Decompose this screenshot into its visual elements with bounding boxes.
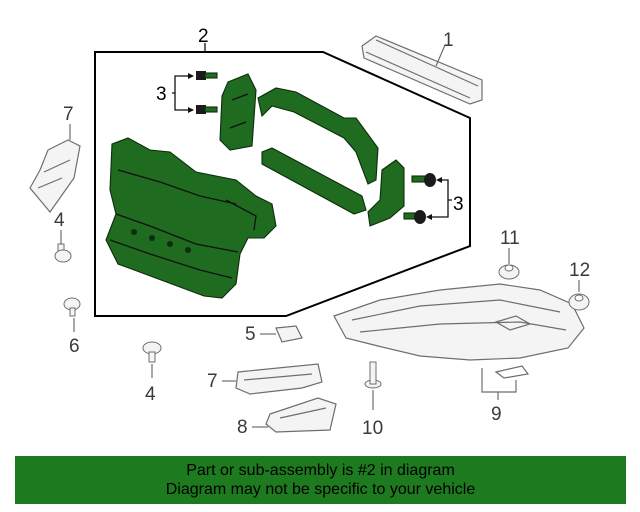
banner-line-1: Part or sub-assembly is #2 in diagram (186, 462, 455, 479)
part-12-nut[interactable] (568, 293, 590, 311)
part-4-bolt-upper[interactable] (54, 243, 72, 263)
callout-8[interactable]: 8 (237, 417, 248, 438)
callout-11[interactable]: 11 (500, 228, 520, 249)
bolt-lower[interactable] (196, 105, 218, 114)
callout-2[interactable]: 2 (198, 26, 209, 47)
part-9-under-cover[interactable] (333, 283, 585, 379)
callout-7-lower[interactable]: 7 (207, 371, 218, 392)
callout-6[interactable]: 6 (69, 336, 80, 357)
callout-3-left[interactable]: 3 (156, 84, 167, 105)
part-2-radiator-support[interactable] (105, 73, 405, 299)
part-11-nut[interactable] (498, 264, 520, 280)
nut-upper-right[interactable] (411, 173, 436, 187)
callout-1[interactable]: 1 (443, 30, 454, 51)
assembly-box (94, 51, 471, 317)
callout-4-upper[interactable]: 4 (54, 210, 65, 231)
leader-1 (435, 44, 446, 67)
callout-4-lower[interactable]: 4 (145, 384, 156, 405)
callout-5[interactable]: 5 (245, 324, 256, 345)
callout-3-right[interactable]: 3 (453, 194, 464, 215)
part-6-clip[interactable] (63, 297, 81, 317)
callout-12[interactable]: 12 (569, 260, 590, 281)
part-10-pin[interactable] (364, 361, 382, 389)
part-5-clip[interactable] (275, 325, 303, 343)
banner-line-2: Diagram may not be specific to your vehi… (165, 481, 476, 498)
part-8-deflector[interactable] (265, 397, 337, 433)
part-7-duct-lower[interactable] (235, 363, 323, 395)
callout-9[interactable]: 9 (491, 404, 502, 425)
part-1-upper-strip[interactable] (361, 35, 483, 105)
callout-10[interactable]: 10 (362, 418, 383, 439)
nut-lower-right[interactable] (403, 210, 426, 224)
bracket-3-left (172, 75, 182, 111)
part-4-bolt-lower[interactable] (142, 341, 162, 363)
callout-7-upper[interactable]: 7 (63, 104, 74, 125)
bolt-upper[interactable] (196, 71, 218, 80)
bracket-3-right (432, 179, 452, 218)
part-7-duct-left[interactable] (29, 139, 81, 213)
info-banner: Part or sub-assembly is #2 in diagram Di… (15, 456, 626, 504)
bracket-9 (481, 368, 517, 400)
